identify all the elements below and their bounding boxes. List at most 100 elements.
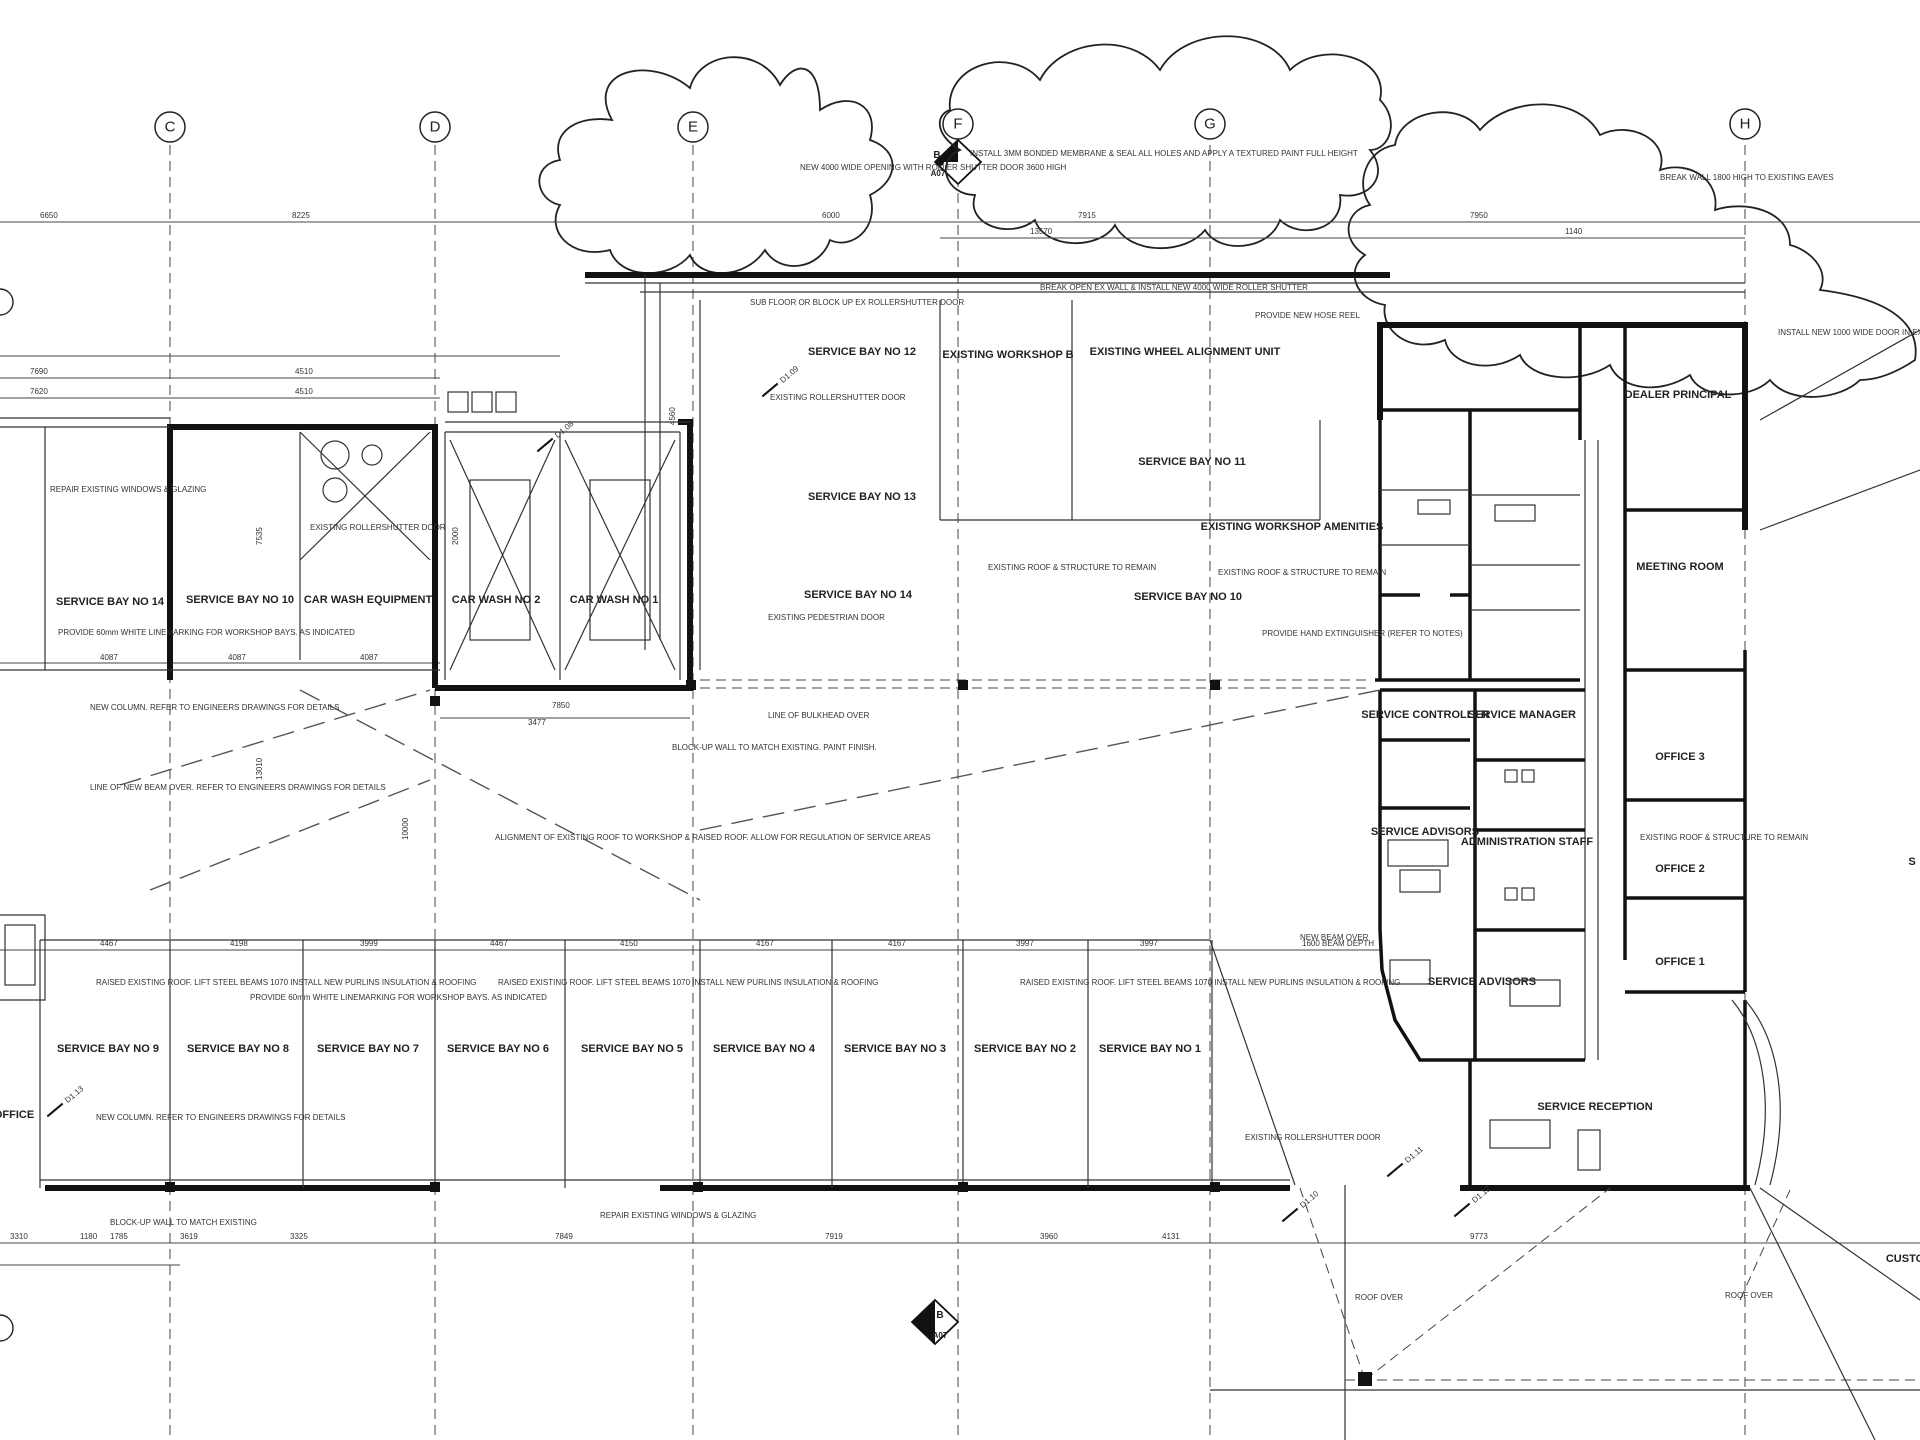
room-workshop-amenities: EXISTING WORKSHOP AMENITIES [1201,521,1384,533]
room-car-wash-2: CAR WASH NO 2 [452,594,541,606]
dim-vert-2: 7535 [255,527,264,545]
note-break-wall: BREAK WALL 1800 HIGH TO EXISTING EAVES [1660,173,1834,182]
section-marker-top-letter: B [933,150,940,161]
grid-label-e: E [688,119,698,136]
note-existing-roof-3: EXISTING ROOF & STRUCTURE TO REMAIN [1640,833,1808,842]
room-service-bay-2: SERVICE BAY NO 2 [974,1043,1076,1055]
dim-vert-0: 13010 [255,757,264,780]
dim-top2-0: 13570 [1030,227,1053,236]
dim-mid-2: 4087 [360,653,378,662]
door-tag-4: D1.11 [1386,1144,1425,1178]
section-marker-bottom-sheet: A07 [933,1331,948,1340]
dim-base-5: 7849 [555,1232,573,1241]
door-tag-3: D1.10 [1281,1189,1321,1223]
dim-beam-depth: 1600 BEAM DEPTH [1302,939,1374,948]
room-service-bay-13: SERVICE BAY NO 13 [808,491,916,503]
dim-bot-5: 4167 [756,939,774,948]
dim-vert-3: 2000 [451,527,460,545]
room-service-manager: SERVICE MANAGER [1468,709,1576,721]
note-hose-reel: PROVIDE NEW HOSE REEL [1255,311,1360,320]
dimension-text: 6650 8225 6000 7915 7950 13570 1140 7690… [10,211,1583,1241]
dim-left-2: 7620 [30,387,48,396]
room-service-bay-11: SERVICE BAY NO 11 [1138,456,1245,468]
note-existing-roller-door-2: EXISTING ROLLERSHUTTER DOOR [310,523,446,532]
grid-label-h: H [1740,116,1751,133]
note-existing-roller-door: EXISTING ROLLERSHUTTER DOOR [770,393,906,402]
note-existing-roof-2: EXISTING ROOF & STRUCTURE TO REMAIN [1218,568,1386,577]
room-service-bay-3: SERVICE BAY NO 3 [844,1043,946,1055]
dim-bot-0: 4467 [100,939,118,948]
room-labels: SERVICE BAY NO 12 EXISTING WORKSHOP B EX… [0,346,1920,1265]
dim-bot-1: 4198 [230,939,248,948]
room-service-bay-5: SERVICE BAY NO 5 [581,1043,683,1055]
svg-text:D1.11: D1.11 [1403,1144,1425,1165]
grid-label-f: F [953,116,962,133]
svg-text:D1.09: D1.09 [778,364,801,385]
door-tags: D1.08 D1.09 D1.10 D1.11 D1.12 D1.13 [46,364,1493,1223]
dim-base-8: 4131 [1162,1232,1180,1241]
grid-bubble-c: C [154,111,186,143]
dim-bot-8: 3997 [1140,939,1158,948]
dim-bot-7: 3997 [1016,939,1034,948]
room-service-bay-4: SERVICE BAY NO 4 [713,1043,816,1055]
dim-mid-3: 7850 [552,701,570,710]
room-service-bay-7: SERVICE BAY NO 7 [317,1043,419,1055]
dim-bot-6: 4167 [888,939,906,948]
note-new-column-2: NEW COLUMN. REFER TO ENGINEERS DRAWINGS … [96,1113,346,1122]
room-service-bay-14-mid: SERVICE BAY NO 14 [804,589,913,601]
room-existing-workshop-b: EXISTING WORKSHOP B [942,349,1073,361]
note-sub-floor: SUB FLOOR OR BLOCK UP EX ROLLERSHUTTER D… [750,298,964,307]
note-break-new-opening: BREAK OPEN EX WALL & INSTALL NEW 4000 WI… [1040,283,1308,292]
room-meeting-room: MEETING ROOM [1636,561,1723,573]
note-raised-roof-1: RAISED EXISTING ROOF. LIFT STEEL BEAMS 1… [96,978,476,987]
room-partial-s: S [1908,856,1915,868]
dim-base-1: 1180 [80,1232,98,1241]
note-new-column: NEW COLUMN. REFER TO ENGINEERS DRAWINGS … [90,703,340,712]
grid-bubbles: C D E F G H [0,108,1761,1342]
dim-left-0: 7690 [30,367,48,376]
grid-bubble-e: E [677,111,709,143]
room-service-bay-14-left: SERVICE BAY NO 14 [56,596,165,608]
note-roof-over-1: ROOF OVER [1355,1293,1403,1302]
dim-top2-1: 1140 [1565,227,1583,236]
note-new-beam-over: NEW BEAM OVER [1300,933,1369,942]
grid-bubble-h: H [1729,108,1761,140]
note-new-beam: LINE OF NEW BEAM OVER. REFER TO ENGINEER… [90,783,386,792]
dim-base-7: 3960 [1040,1232,1058,1241]
dim-mid-1: 4087 [228,653,246,662]
note-existing-roof-1: EXISTING ROOF & STRUCTURE TO REMAIN [988,563,1156,572]
room-office-2: OFFICE 2 [1655,863,1705,875]
section-marker-bottom: B A07 [910,1298,960,1346]
door-tag-6: D1.13 [46,1084,86,1118]
note-new-roller-shutter: NEW 4000 WIDE OPENING WITH ROLLER SHUTTE… [800,163,1066,172]
section-marker-bottom-letter: B [936,1310,943,1321]
dim-left-3: 4510 [295,387,313,396]
room-service-bay-12: SERVICE BAY NO 12 [808,346,916,358]
note-repair-windows-bottom: REPAIR EXISTING WINDOWS & GLAZING [600,1211,756,1220]
grid-bubble-d: D [419,111,451,143]
dim-base-0: 3310 [10,1232,28,1241]
room-service-bay-10-right: SERVICE BAY NO 10 [1134,591,1242,603]
note-top-long: INSTALL 3MM BONDED MEMBRANE & SEAL ALL H… [970,149,1358,158]
room-service-bay-8: SERVICE BAY NO 8 [187,1043,289,1055]
room-car-wash-equipment: CAR WASH EQUIPMENT [304,594,433,606]
note-extinguisher: PROVIDE HAND EXTINGUISHER (REFER TO NOTE… [1262,629,1463,638]
note-bulkhead: LINE OF BULKHEAD OVER [768,711,870,720]
grid-lines [169,145,1746,1440]
dim-bot-2: 3999 [360,939,378,948]
note-block-up-wall: BLOCK-UP WALL TO MATCH EXISTING. PAINT F… [672,743,877,752]
note-block-up-bottom: BLOCK-UP WALL TO MATCH EXISTING [110,1218,257,1227]
dim-bot-3: 4467 [490,939,508,948]
dim-top-4: 7950 [1470,211,1488,220]
note-raised-roof-3: RAISED EXISTING ROOF. LIFT STEEL BEAMS 1… [1020,978,1400,987]
room-service-bay-9: SERVICE BAY NO 9 [57,1043,159,1055]
room-dealer-principal: DEALER PRINCIPAL [1625,389,1732,401]
note-repair-windows-top: REPAIR EXISTING WINDOWS & GLAZING [50,485,206,494]
room-service-advisors: SERVICE ADVISORS [1371,826,1479,838]
dim-top-0: 6650 [40,211,58,220]
dim-top-1: 8225 [292,211,310,220]
dim-top-2: 6000 [822,211,840,220]
grid-bubble-f: F [942,108,974,140]
room-service-reception: SERVICE RECEPTION [1537,1101,1652,1113]
